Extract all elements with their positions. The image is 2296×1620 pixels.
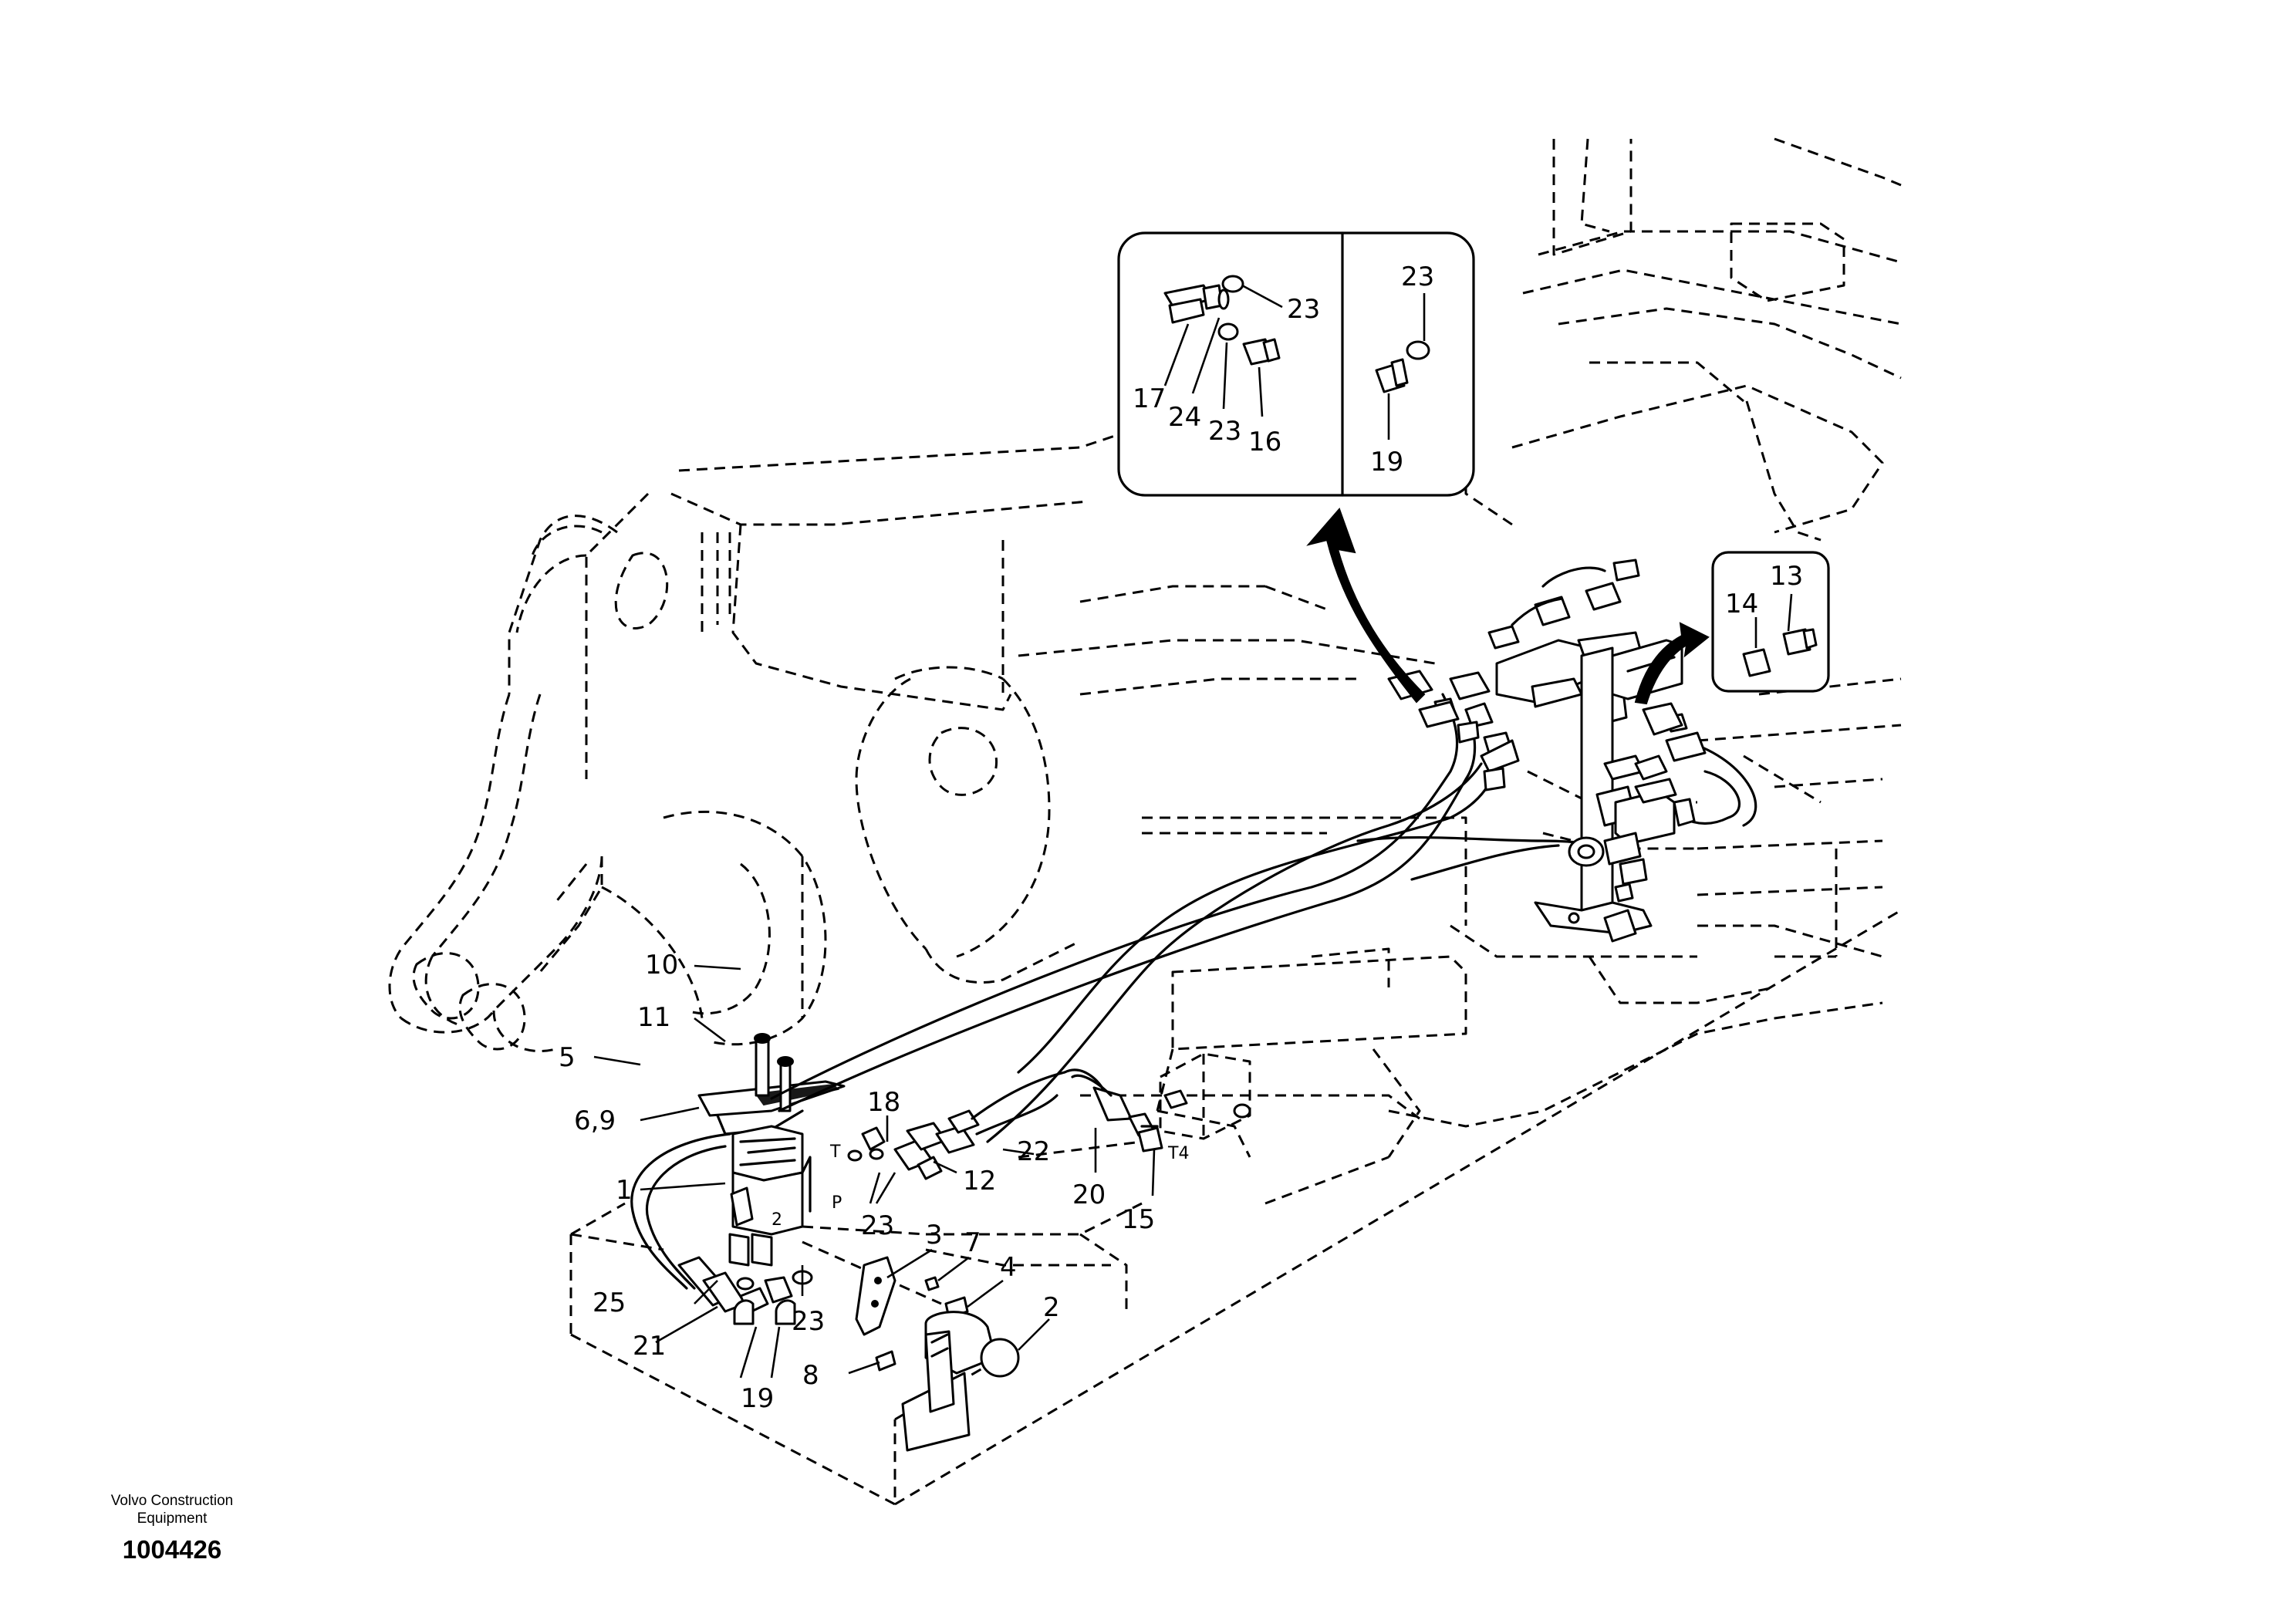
pedal-assembly xyxy=(630,1033,884,1325)
callout-16: 16 xyxy=(1248,427,1281,457)
callout-17: 17 xyxy=(1133,383,1166,414)
callout-23-inset-c: 23 xyxy=(1401,262,1434,292)
callout-13: 13 xyxy=(1770,561,1803,592)
callout-2: 2 xyxy=(1043,1292,1060,1323)
detail-arrow-left xyxy=(1306,508,1426,704)
hand-lever-assembly xyxy=(855,1256,1020,1452)
callout-14: 14 xyxy=(1725,589,1758,619)
callout-22: 22 xyxy=(1017,1136,1050,1167)
company-name: Volvo Construction Equipment xyxy=(74,1492,270,1527)
callout-7: 7 xyxy=(964,1227,981,1258)
callout-23-low: 23 xyxy=(792,1306,825,1337)
callout-20: 20 xyxy=(1072,1180,1106,1210)
inset-box-right xyxy=(1711,551,1830,693)
callout-12: 12 xyxy=(963,1166,996,1196)
callout-24: 24 xyxy=(1168,402,1201,433)
callout-8: 8 xyxy=(802,1360,819,1391)
callout-15: 15 xyxy=(1122,1204,1155,1235)
port-label-2: 2 xyxy=(772,1210,782,1230)
callout-4: 4 xyxy=(1000,1252,1017,1283)
company-name-line-1: Volvo Construction xyxy=(110,1493,234,1509)
callout-11: 11 xyxy=(637,1002,670,1033)
callout-5: 5 xyxy=(559,1042,576,1073)
company-name-line-2: Equipment xyxy=(137,1510,208,1527)
long-hoses xyxy=(770,693,1757,1143)
port-label-t: T xyxy=(829,1142,841,1162)
callout-6-9: 6,9 xyxy=(574,1105,616,1136)
callout-18: 18 xyxy=(867,1087,900,1118)
inset-box-left xyxy=(1117,231,1475,497)
document-number: 1004426 xyxy=(122,1535,222,1564)
callout-labels: 10 11 5 6,9 1 18 23 12 22 20 15 3 7 4 2 … xyxy=(559,262,1803,1414)
callout-23-mid: 23 xyxy=(861,1210,894,1241)
detail-arrow-right xyxy=(1634,622,1710,705)
leader-lines xyxy=(593,964,1156,1379)
t4-valve-block xyxy=(1159,1052,1251,1140)
upper-valve-cluster xyxy=(1387,559,1707,943)
callout-3: 3 xyxy=(926,1220,943,1250)
port-label-p: P xyxy=(832,1193,842,1213)
callout-19-low: 19 xyxy=(741,1383,774,1414)
port-label-t4: T4 xyxy=(1167,1144,1189,1163)
callout-25: 25 xyxy=(593,1288,626,1318)
callout-21: 21 xyxy=(633,1331,666,1362)
callout-1: 1 xyxy=(616,1175,633,1206)
hose-fittings-middle xyxy=(861,1068,1163,1180)
callout-10: 10 xyxy=(645,950,678,980)
callout-23-inset-b: 23 xyxy=(1208,416,1241,447)
callout-19-inset: 19 xyxy=(1370,447,1403,478)
callout-23-inset-a: 23 xyxy=(1287,294,1320,325)
